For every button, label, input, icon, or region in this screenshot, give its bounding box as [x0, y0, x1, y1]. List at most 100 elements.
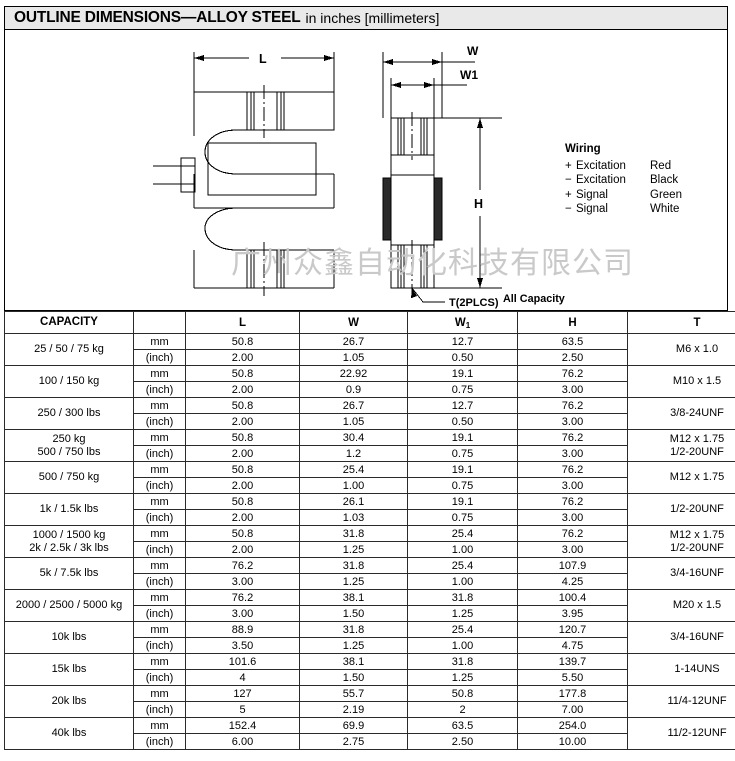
section-title-bar: OUTLINE DIMENSIONS—ALLOY STEEL in inches…: [4, 6, 728, 30]
cell-capacity: 15k lbs: [4, 653, 134, 686]
cell-thread: M12 x 1.75: [627, 461, 735, 494]
cell-l-inch: 2.00: [185, 381, 300, 398]
cell-w-mm: 31.8: [299, 525, 408, 542]
cell-capacity: 40k lbs: [4, 717, 134, 750]
cell-unit-inch: (inch): [133, 637, 186, 654]
cell-w1-inch: 1.25: [407, 669, 518, 686]
cell-unit-mm: mm: [133, 429, 186, 446]
cell-w-mm: 31.8: [299, 621, 408, 638]
wiring-color: Red: [650, 159, 672, 172]
cell-capacity: 2000 / 2500 / 5000 kg: [4, 589, 134, 622]
cell-unit-inch: (inch): [133, 477, 186, 494]
cable-length-note: All Capacity Cable Length: 20'/6.1m: [503, 266, 620, 310]
cell-thread: 11/2-12UNF: [627, 717, 735, 750]
page-title: OUTLINE DIMENSIONS—ALLOY STEEL: [14, 9, 301, 26]
cell-h-inch: 4.75: [517, 637, 628, 654]
cell-w1-mm: 12.7: [407, 397, 518, 414]
cell-h-inch: 2.50: [517, 349, 628, 366]
cell-l-inch: 2.00: [185, 445, 300, 462]
cell-thread: 1/2-20UNF: [627, 493, 735, 526]
cell-w1-mm: 31.8: [407, 589, 518, 606]
cell-w1-inch: 1.00: [407, 541, 518, 558]
cell-w-mm: 31.8: [299, 557, 408, 574]
cell-thread: M6 x 1.0: [627, 333, 735, 366]
cell-thread: 3/8-24UNF: [627, 397, 735, 430]
cell-unit-mm: mm: [133, 685, 186, 702]
cell-w1-mm: 12.7: [407, 333, 518, 350]
cell-unit-mm: mm: [133, 333, 186, 350]
cell-w-inch: 2.19: [299, 701, 408, 718]
cell-h-inch: 4.25: [517, 573, 628, 590]
page-title-subtitle: in inches [millimeters]: [305, 10, 440, 26]
cell-l-inch: 5: [185, 701, 300, 718]
col-header-t: T: [627, 311, 735, 334]
dimension-label-H: H: [474, 197, 483, 211]
cell-unit-mm: mm: [133, 717, 186, 734]
cell-l-mm: 50.8: [185, 397, 300, 414]
cell-l-inch: 6.00: [185, 733, 300, 750]
cell-l-mm: 50.8: [185, 525, 300, 542]
cell-h-mm: 76.2: [517, 397, 628, 414]
cell-l-mm: 76.2: [185, 557, 300, 574]
cell-unit-mm: mm: [133, 461, 186, 478]
cell-h-mm: 254.0: [517, 717, 628, 734]
cable-note-line1: All Capacity: [503, 293, 565, 305]
outline-drawing-panel: L W W1 H T(2PLCS) 广州众鑫自动化科技有限公司 Wiring +…: [4, 30, 728, 311]
cell-l-mm: 88.9: [185, 621, 300, 638]
wiring-legend-title: Wiring: [565, 143, 601, 155]
cell-unit-inch: (inch): [133, 669, 186, 686]
cell-h-mm: 76.2: [517, 429, 628, 446]
cell-w-inch: 1.05: [299, 349, 408, 366]
wiring-sign: −: [565, 203, 572, 216]
cell-w-mm: 26.7: [299, 333, 408, 350]
cell-w-inch: 2.75: [299, 733, 408, 750]
wiring-row: + Signal Green: [565, 188, 682, 203]
cell-h-inch: 3.00: [517, 381, 628, 398]
cell-unit-inch: (inch): [133, 573, 186, 590]
cell-l-inch: 2.00: [185, 477, 300, 494]
cell-h-inch: 3.95: [517, 605, 628, 622]
cell-w1-mm: 19.1: [407, 493, 518, 510]
cell-h-mm: 76.2: [517, 525, 628, 542]
cell-capacity: 10k lbs: [4, 621, 134, 654]
cell-thread: M20 x 1.5: [627, 589, 735, 622]
cell-l-inch: 2.00: [185, 541, 300, 558]
cell-h-mm: 120.7: [517, 621, 628, 638]
table-header-row: CAPACITY L W W1 H T: [4, 311, 735, 334]
cell-w-inch: 1.05: [299, 413, 408, 430]
cell-h-inch: 5.50: [517, 669, 628, 686]
wiring-row: + Excitation Red: [565, 159, 682, 174]
cell-capacity: 100 / 150 kg: [4, 365, 134, 398]
cell-w-mm: 38.1: [299, 589, 408, 606]
cell-unit-mm: mm: [133, 621, 186, 638]
cell-capacity: 5k / 7.5k lbs: [4, 557, 134, 590]
cell-w-inch: 1.25: [299, 637, 408, 654]
col-header-capacity: CAPACITY: [4, 311, 134, 334]
cell-w-mm: 26.7: [299, 397, 408, 414]
cell-w1-inch: 1.00: [407, 637, 518, 654]
cell-w1-inch: 0.75: [407, 381, 518, 398]
load-cell-drawing: L W W1 H T(2PLCS): [153, 44, 502, 309]
cell-h-mm: 76.2: [517, 461, 628, 478]
col-header-l: L: [185, 311, 300, 334]
cell-w-mm: 38.1: [299, 653, 408, 670]
cell-h-mm: 76.2: [517, 493, 628, 510]
cell-thread: 1-14UNS: [627, 653, 735, 686]
cell-l-mm: 127: [185, 685, 300, 702]
cell-w1-inch: 0.50: [407, 349, 518, 366]
cell-unit-inch: (inch): [133, 509, 186, 526]
cell-w1-inch: 0.50: [407, 413, 518, 430]
wiring-name: Excitation: [576, 159, 626, 172]
cell-w-mm: 26.1: [299, 493, 408, 510]
cell-thread: M10 x 1.5: [627, 365, 735, 398]
